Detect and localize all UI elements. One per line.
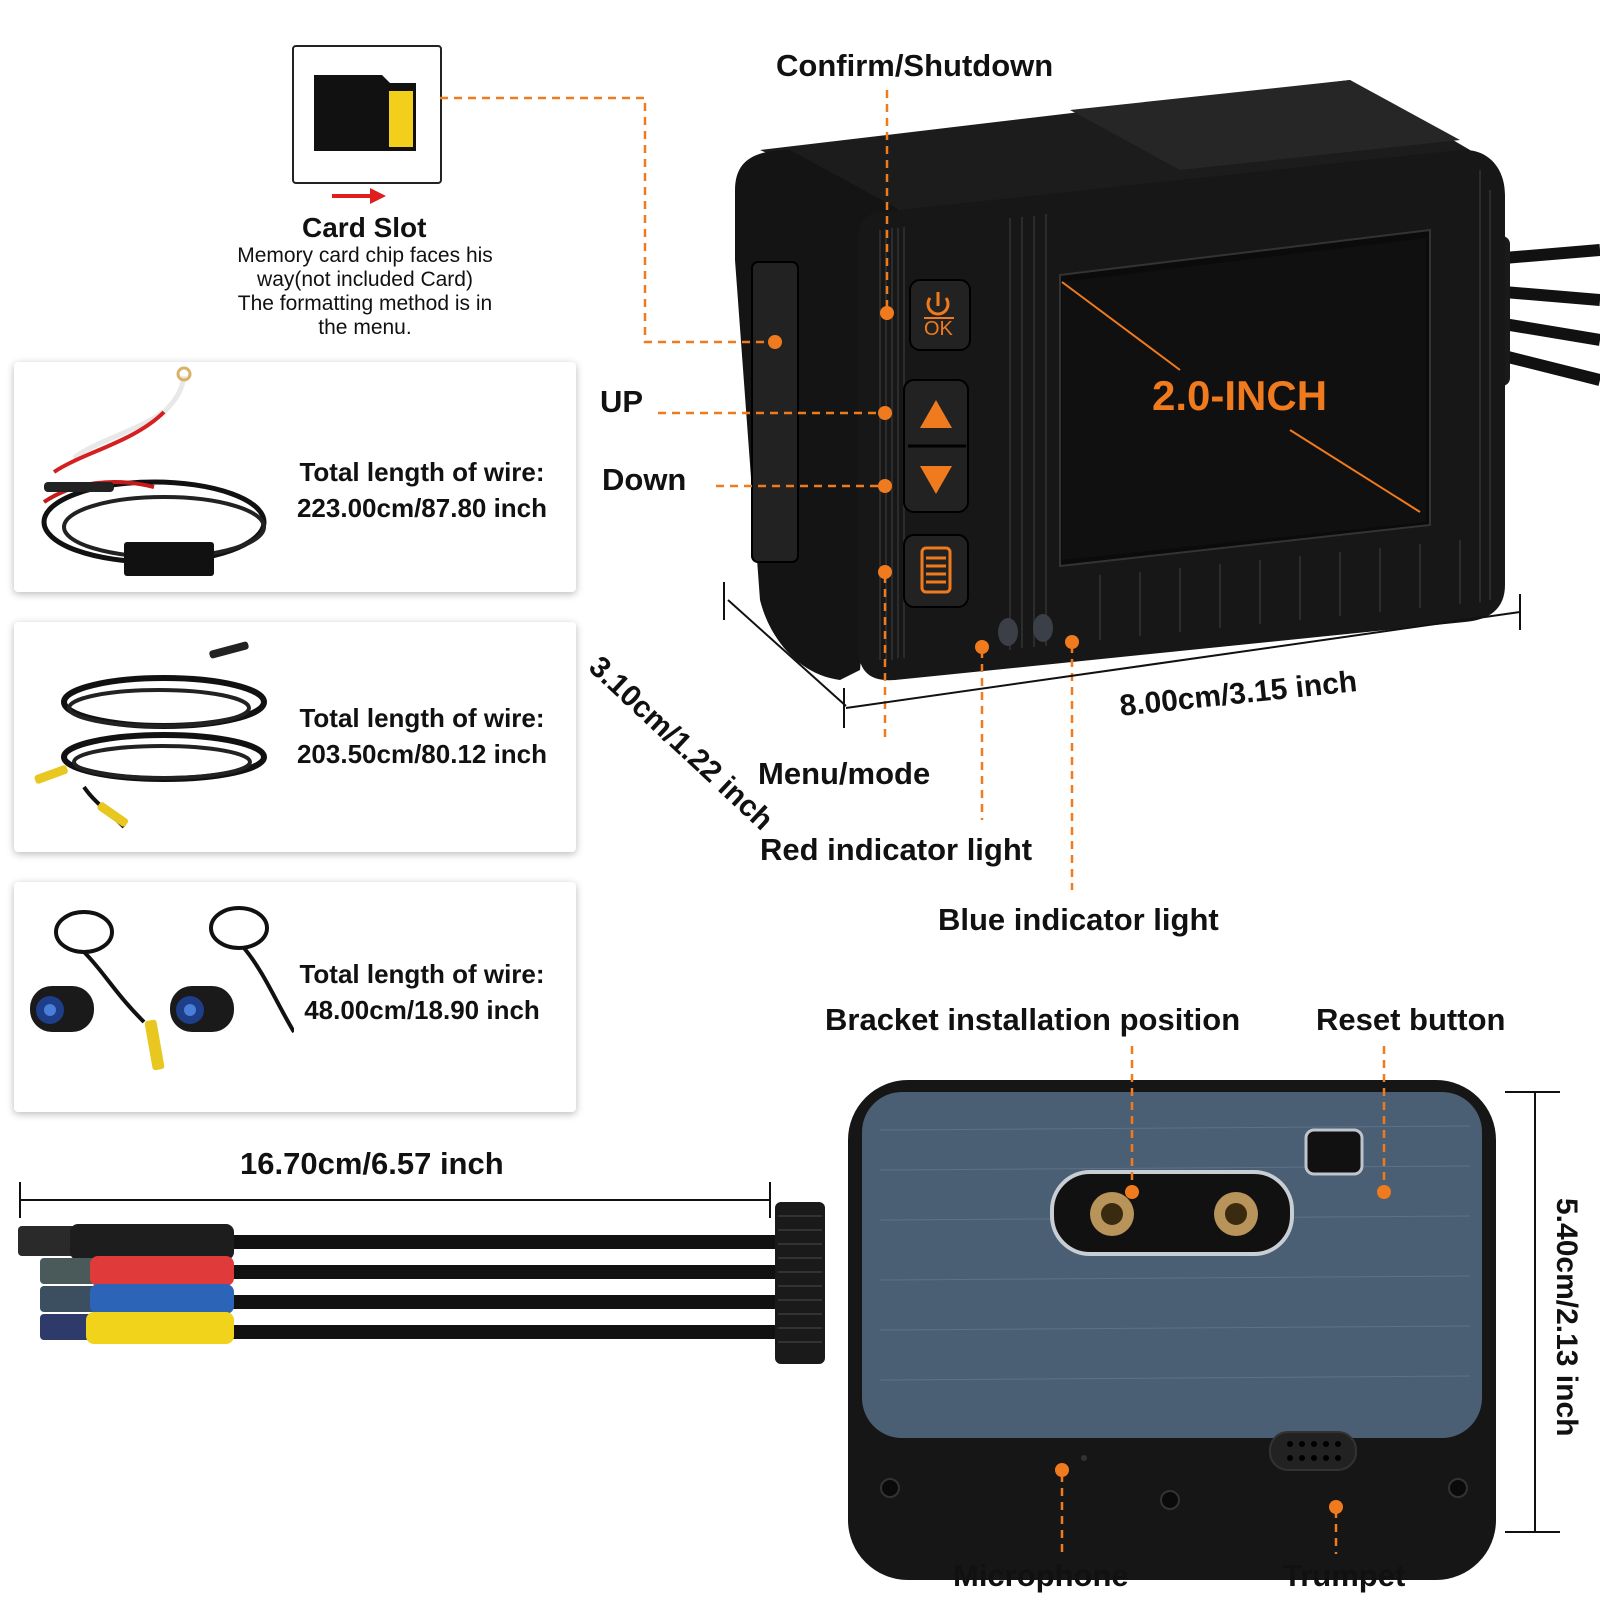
wire-length-label: Total length of wire:	[299, 457, 545, 487]
confirm-shutdown-label: Confirm/Shutdown	[776, 48, 1054, 83]
camera-cable-card: Total length of wire: 48.00cm/18.90 inch	[14, 882, 576, 1112]
down-arrow-icon	[920, 466, 952, 494]
screen-size-label: 2.0-INCH	[1152, 372, 1328, 419]
power-cable-text: Total length of wire: 223.00cm/87.80 inc…	[272, 454, 572, 526]
wire-length-value: 203.50cm/80.12 inch	[296, 739, 548, 769]
wire-length-label: Total length of wire:	[299, 959, 545, 989]
speaker-grille	[1269, 1431, 1357, 1471]
card-slot-note: Memory card chip faces his way(not inclu…	[200, 244, 530, 340]
height-dimension-label: 5.40cm/2.13 inch	[1550, 1198, 1583, 1437]
wire-length-label: Total length of wire:	[299, 703, 545, 733]
reset-button-label: Reset button	[1316, 1002, 1506, 1037]
extension-cable-text: Total length of wire: 203.50cm/80.12 inc…	[272, 700, 572, 772]
wire-length-value: 48.00cm/18.90 inch	[304, 995, 540, 1025]
back-panel	[862, 1092, 1482, 1438]
sd-card-icon	[314, 75, 416, 151]
red-light-shape	[998, 618, 1018, 646]
ok-label: OK	[924, 318, 953, 340]
power-icon	[926, 292, 950, 316]
trumpet-label: Trumpet	[1283, 1558, 1406, 1593]
card-slot-title: Card Slot	[302, 212, 427, 243]
reset-button-shape	[1304, 1128, 1364, 1176]
up-label: UP	[600, 384, 644, 419]
extension-cable-image	[34, 641, 267, 829]
card-slot-note-line: The formatting method is in	[237, 292, 493, 315]
extension-cable-card: Total length of wire: 203.50cm/80.12 inc…	[14, 622, 576, 852]
up-arrow-icon	[920, 400, 952, 428]
card-slot-note-line: the menu.	[318, 316, 412, 339]
camera-lens-image	[30, 906, 294, 1071]
cable-length-label: 16.70cm/6.57 inch	[240, 1146, 504, 1181]
blue-indicator-label: Blue indicator light	[938, 902, 1219, 937]
power-cable-card: Total length of wire: 223.00cm/87.80 inc…	[14, 362, 576, 592]
microphone-label: Microphone	[953, 1558, 1129, 1593]
menu-mode-label: Menu/mode	[758, 756, 931, 791]
down-label: Down	[602, 462, 687, 497]
red-indicator-label: Red indicator light	[760, 832, 1033, 867]
camera-cable-text: Total length of wire: 48.00cm/18.90 inch	[272, 956, 572, 1028]
blue-light-shape	[1033, 614, 1053, 642]
card-slot-note-line: Memory card chip faces his	[237, 244, 493, 267]
red-arrow-icon	[332, 188, 386, 204]
sd-card-box	[292, 45, 442, 184]
cable-connectors	[18, 1224, 234, 1344]
wire-length-value: 223.00cm/87.80 inch	[296, 493, 548, 523]
back-device-illustration	[18, 1046, 1560, 1580]
front-device-illustration	[440, 80, 1600, 890]
menu-icon	[920, 546, 952, 594]
power-cable-image	[41, 366, 267, 576]
bracket-position-label: Bracket installation position	[825, 1002, 1241, 1037]
card-slot-note-line: way(not included Card)	[257, 268, 473, 291]
menu-button-shape	[903, 534, 969, 608]
